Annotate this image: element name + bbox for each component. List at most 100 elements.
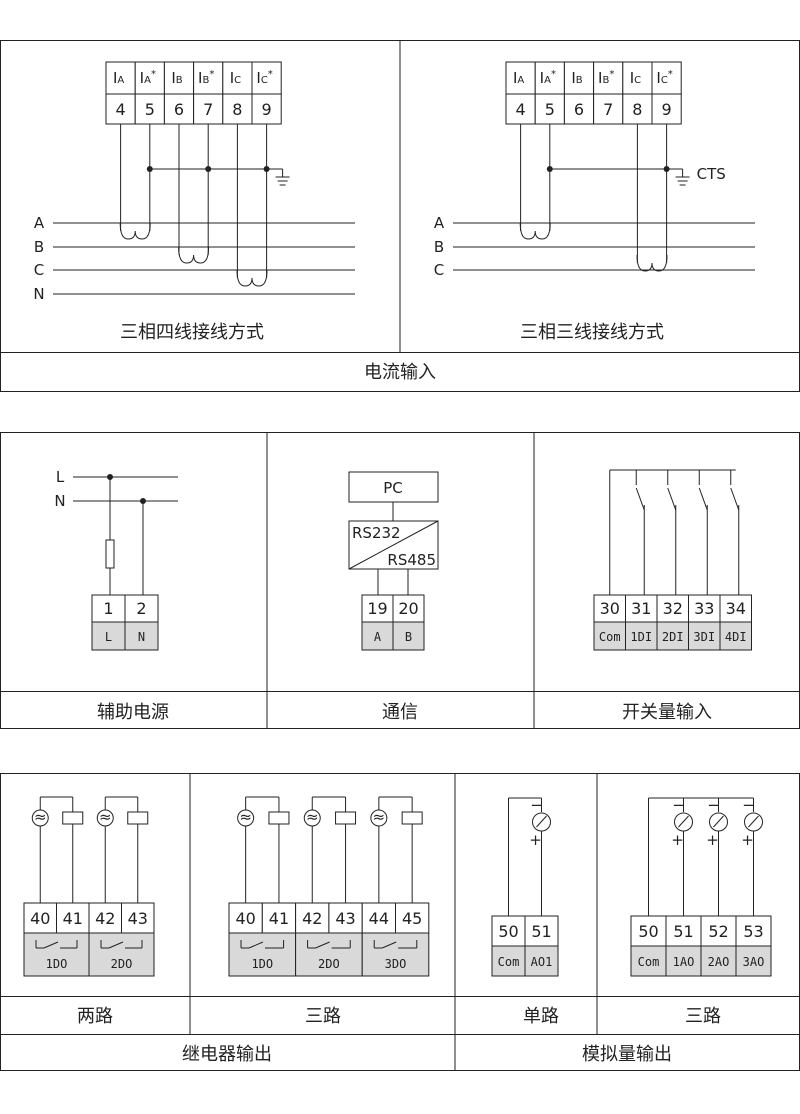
ground-icon	[675, 176, 691, 186]
terminal-number-cell	[105, 93, 136, 125]
section-title-current-input: 电流输入	[364, 362, 436, 383]
terminal-header-label: IC	[630, 69, 641, 87]
junction-dot	[205, 166, 212, 172]
load-icon	[268, 811, 290, 825]
terminal-label-cell	[124, 621, 159, 651]
fuse-icon	[105, 539, 115, 569]
wiring-caption: 三相三线接线方式	[520, 322, 664, 343]
converter-divider	[348, 520, 439, 570]
terminal-header-cell	[651, 61, 682, 95]
terminal-label-cell	[524, 945, 559, 977]
terminal-number-cell	[735, 915, 772, 947]
relay-contact	[315, 941, 330, 949]
terminal-header-label: IA*	[540, 69, 556, 87]
terminal-header-cell	[593, 61, 624, 95]
ct-coil	[119, 222, 151, 240]
terminal-header-label: IB*	[598, 69, 614, 87]
terminal-header-label: IA*	[140, 69, 156, 87]
load-icon	[335, 811, 357, 825]
relay-label-cell	[361, 932, 430, 977]
ct-coil	[519, 222, 551, 240]
terminal-number: 4	[516, 100, 526, 119]
terminal-label: Com	[638, 955, 660, 969]
relay-contact	[382, 941, 397, 949]
switch-contact	[667, 487, 677, 511]
terminal-number: 2	[136, 599, 146, 618]
relay-label-cell	[228, 932, 297, 977]
terminal-number-cell	[651, 93, 682, 125]
phase-line-label: A	[34, 214, 45, 232]
junction-dot	[663, 166, 670, 172]
terminal-number: 42	[302, 909, 322, 928]
terminal-label-cell	[688, 621, 721, 651]
cts-label: CTS	[697, 165, 726, 183]
junction-dot	[146, 166, 153, 172]
terminal-label: 2DI	[662, 630, 684, 644]
relay-label: 1DO	[46, 957, 68, 971]
terminal-label-cell	[630, 945, 667, 977]
terminal-number: 50	[638, 922, 658, 941]
terminal-label: B	[405, 630, 412, 644]
ac-source-symbol: ≈	[306, 808, 319, 826]
section-title-analog: 模拟量输出	[582, 1044, 672, 1065]
converter-bottom-label: RS485	[387, 551, 436, 569]
terminal-header-cell	[251, 61, 282, 95]
terminal-number: 30	[600, 599, 620, 618]
phase-line-label: C	[434, 261, 444, 279]
terminal-number: 43	[335, 909, 355, 928]
terminal-number: 51	[531, 922, 551, 941]
terminal-label-cell	[91, 621, 126, 651]
caption-relay-three: 三路	[305, 1006, 341, 1027]
relay-label: 2DO	[318, 957, 340, 971]
ac-source-symbol: ≈	[239, 808, 252, 826]
terminal-number: 1	[103, 599, 113, 618]
terminal-number-cell	[124, 594, 159, 623]
terminal-number: 50	[498, 922, 518, 941]
terminal-number-cell	[222, 93, 253, 125]
terminal-label: 3DI	[693, 630, 715, 644]
terminal-number: 19	[367, 599, 387, 618]
terminal-header-cell	[505, 61, 536, 95]
terminal-number: 4	[116, 100, 126, 119]
terminal-number: 7	[603, 100, 613, 119]
terminal-label: 3AO	[743, 955, 765, 969]
terminal-header-label: IB	[571, 69, 582, 87]
terminal-number-cell	[251, 93, 282, 125]
terminal-number: 7	[203, 100, 213, 119]
meter-needle	[536, 815, 547, 828]
load-icon	[127, 811, 149, 825]
phase-line-label: B	[434, 238, 444, 256]
terminal-number-cell	[719, 594, 752, 623]
terminal-header-label: IC*	[256, 69, 272, 87]
terminal-label: A	[374, 630, 382, 644]
relay-label: 2DO	[111, 957, 133, 971]
terminal-label: 2AO	[708, 955, 730, 969]
terminal-label-cell	[700, 945, 737, 977]
terminal-header-cell	[563, 61, 595, 95]
terminal-number: 45	[402, 909, 422, 928]
terminal-number: 32	[663, 599, 683, 618]
terminal-number: 9	[662, 100, 672, 119]
terminal-number-cell	[688, 594, 721, 623]
terminal-header-cell	[163, 61, 195, 95]
terminal-header-label: IC	[230, 69, 241, 87]
ct-coil	[236, 269, 268, 287]
phase-line-label: C	[34, 261, 44, 279]
terminal-number: 33	[694, 599, 714, 618]
power-line-label: N	[54, 492, 65, 510]
ct-coil	[636, 254, 668, 272]
terminal-number: 31	[631, 599, 651, 618]
terminal-number-cell	[163, 93, 195, 125]
terminal-label: Com	[498, 955, 520, 969]
caption-switch-input: 开关量输入	[622, 702, 712, 723]
terminal-number: 43	[128, 909, 148, 928]
terminal-number: 53	[743, 922, 763, 941]
terminal-label-cell	[656, 621, 689, 651]
relay-contact	[43, 941, 59, 949]
terminal-label-cell	[735, 945, 772, 977]
terminal-label: Com	[599, 630, 621, 644]
terminal-label-cell	[719, 621, 752, 651]
terminal-label-cell	[593, 621, 626, 651]
terminal-label: AO1	[531, 955, 553, 969]
terminal-number: 34	[726, 599, 746, 618]
